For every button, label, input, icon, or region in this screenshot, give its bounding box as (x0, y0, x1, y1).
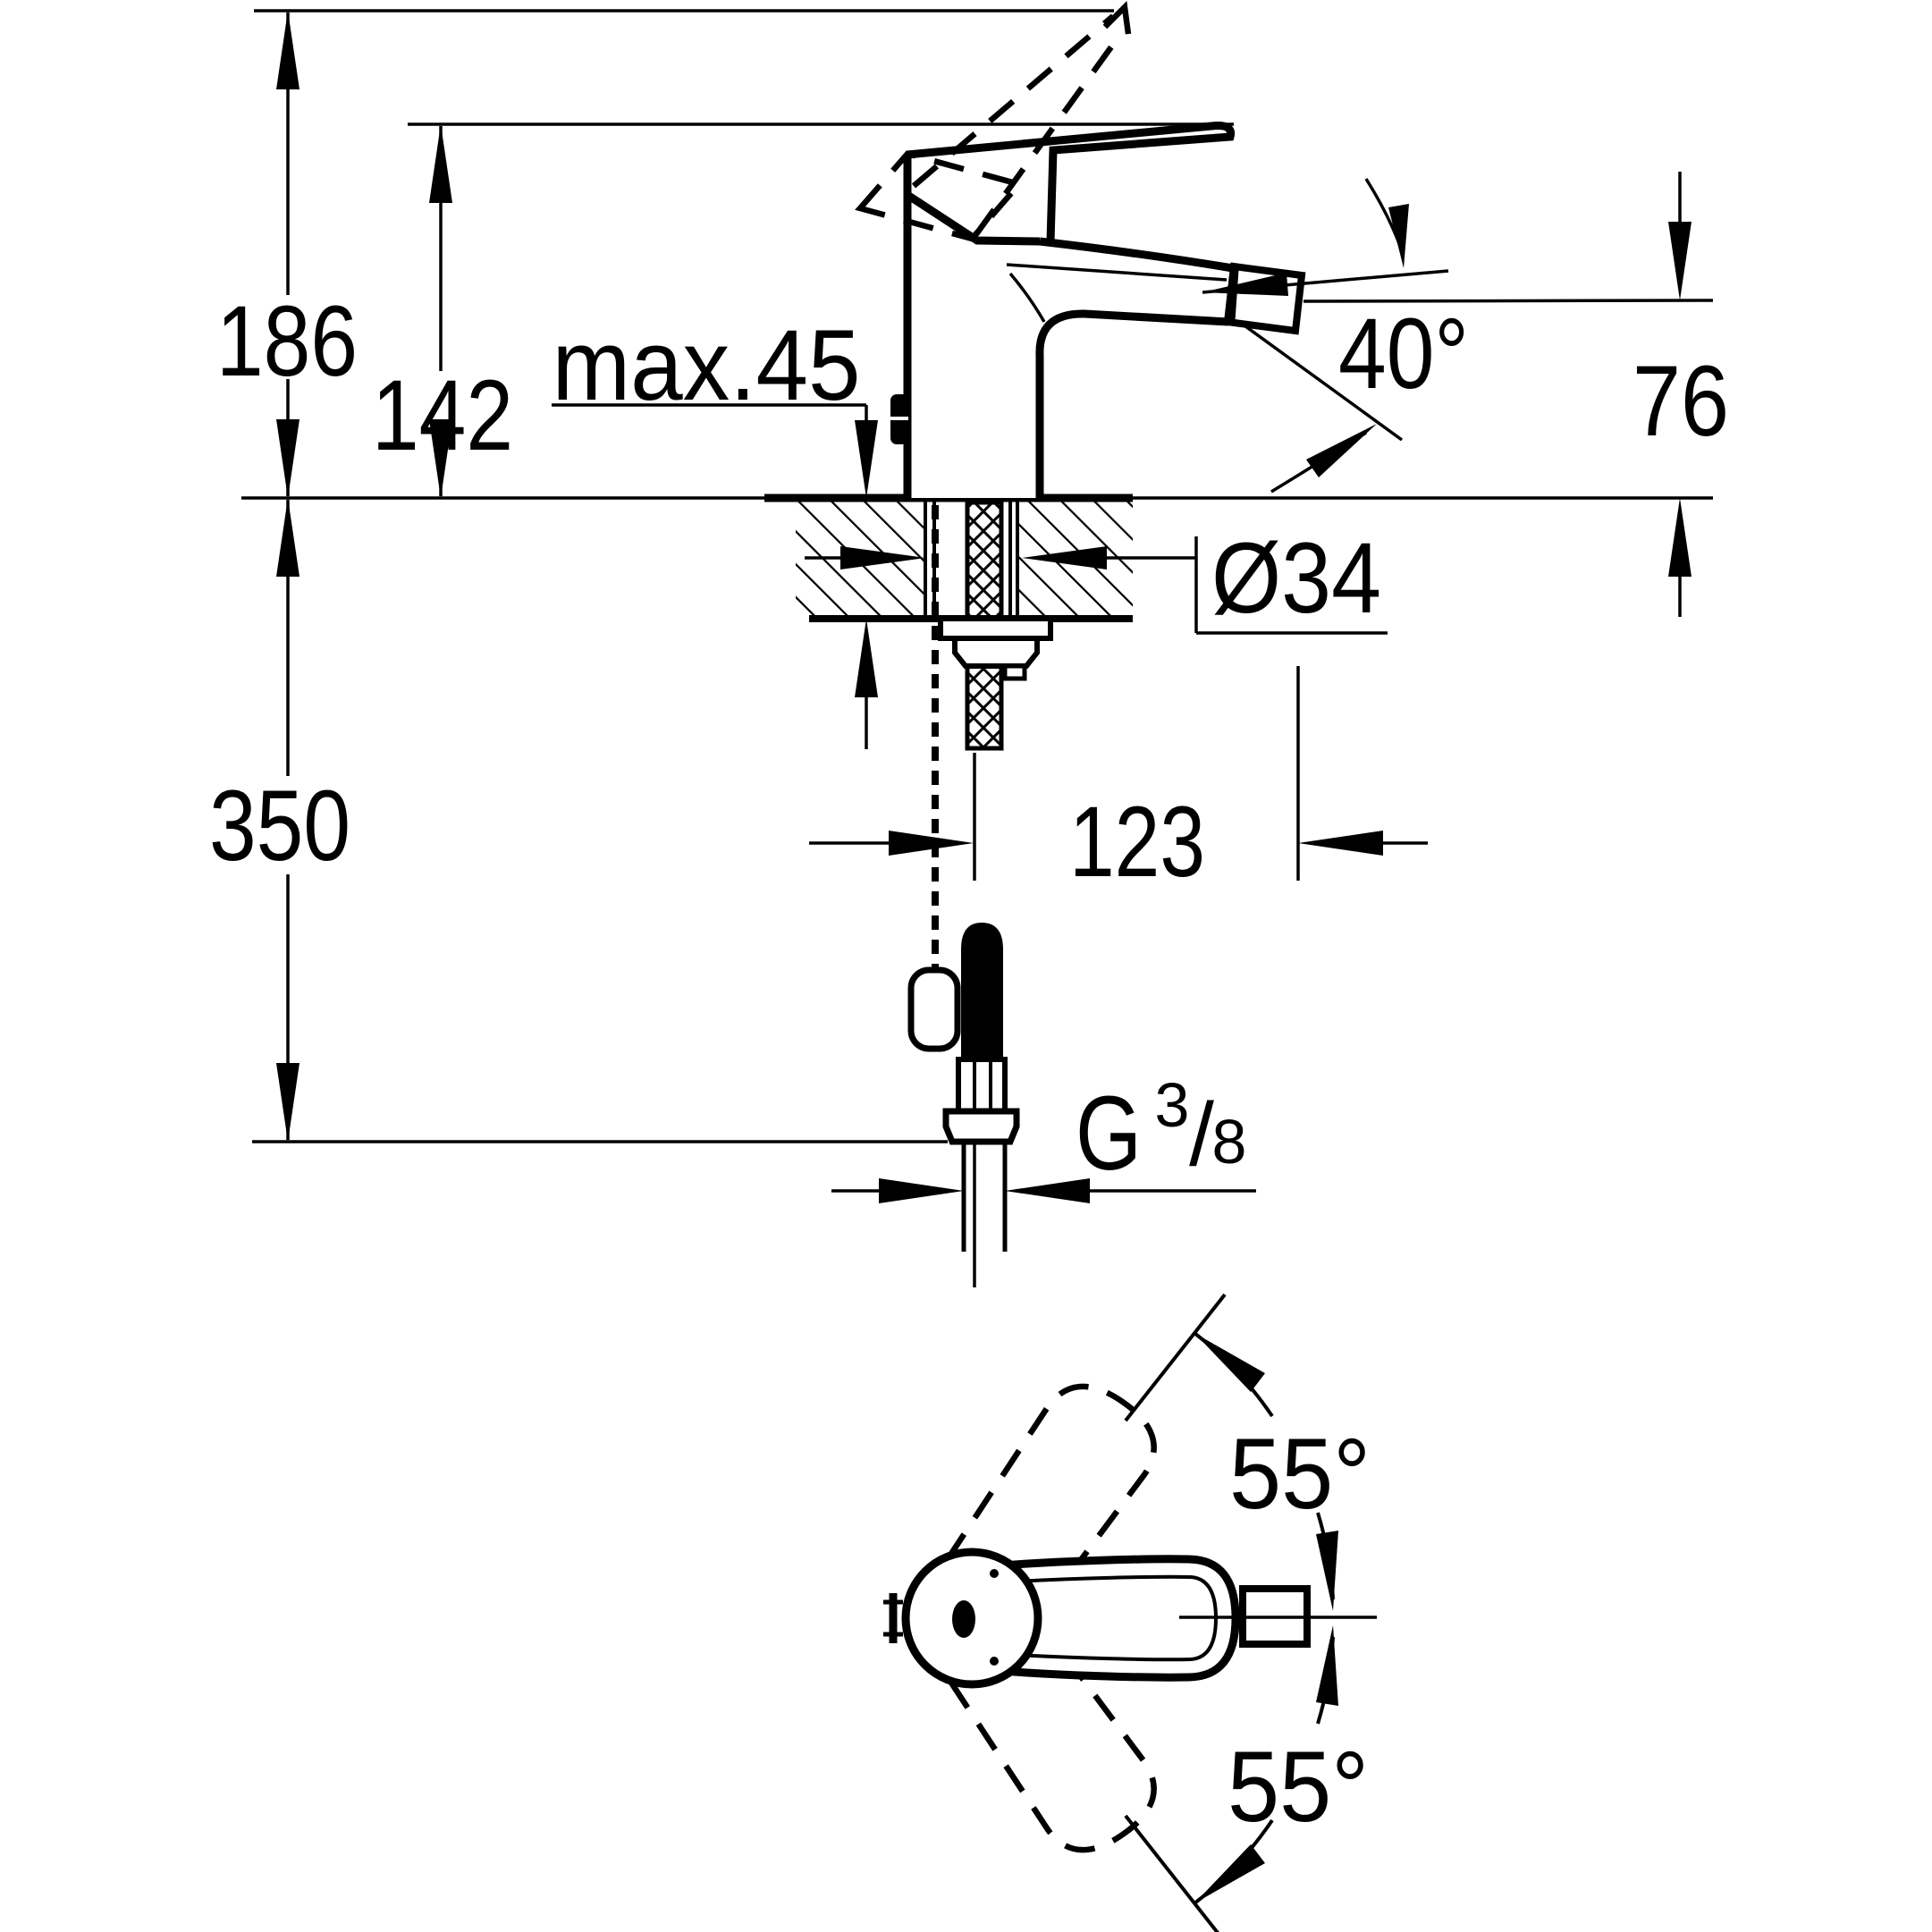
chain-plug (907, 966, 961, 1052)
below-deck-assembly (907, 500, 1053, 1287)
label-outlet-height: 76 (1632, 345, 1729, 457)
label-hole-diameter: Ø34 (1211, 522, 1381, 634)
spout-underside (1035, 309, 1229, 498)
lever-handle (907, 122, 1236, 242)
spout-inner-line (1006, 263, 1228, 282)
label-handle-swing-lower: 55° (1228, 1731, 1369, 1843)
dimension-350: 350 (209, 498, 350, 1142)
label-handle-swing-upper: 55° (1229, 1418, 1371, 1530)
spout-top-edge (1039, 237, 1234, 273)
dimension-40deg: 40° (1202, 178, 1469, 494)
aerator-joint-line (1230, 269, 1239, 322)
label-spray-angle: 40° (1338, 298, 1469, 409)
handle-swivel-dashed-lower (944, 1613, 1157, 1853)
hose-hex-fitting (956, 1057, 1008, 1114)
label-thread-prefix: G (1076, 1075, 1142, 1193)
aerator-side-view (1223, 262, 1306, 335)
ref-line-outlet-level (1303, 299, 1714, 303)
dimension-142: 142 (372, 124, 513, 498)
spout-inner-curve (1008, 272, 1046, 323)
label-thread-slash: / (1189, 1084, 1214, 1185)
label-total-height: 186 (216, 285, 358, 397)
label-spout-tip-height: 142 (372, 359, 513, 471)
handle-dot-top (990, 1569, 999, 1578)
handle-swivel-dashed-upper (944, 1383, 1157, 1624)
logo-mark-top-view (952, 1600, 975, 1638)
label-supply-hose-length: 350 (209, 770, 350, 882)
mounting-washer (938, 616, 1053, 641)
pop-up-rod-top-view (883, 1593, 903, 1643)
label-spout-projection: 123 (1069, 786, 1205, 898)
top-view: 55° 55° (883, 1293, 1377, 1932)
supply-hose (961, 923, 1003, 1059)
mounting-nut (952, 636, 1040, 669)
handle-dot-bottom (990, 1657, 999, 1666)
dimension-55deg-upper: 55° (1124, 1293, 1371, 1611)
dimension-max45: max.45 (552, 309, 878, 749)
dimension-g38: G 3 / 8 (831, 1070, 1256, 1203)
side-view (241, 1, 1713, 1287)
label-thread-denominator: 8 (1212, 1107, 1247, 1177)
hose-nut (942, 1108, 1020, 1145)
raised-lever-tip-chevron (1102, 1, 1132, 35)
dimension-55deg-lower: 55° (1124, 1625, 1369, 1932)
mounting-nut-tab (1002, 663, 1027, 681)
label-thread-numerator: 3 (1155, 1070, 1190, 1140)
dimension-123: 123 (809, 666, 1428, 898)
dimension-76: 76 (1632, 172, 1729, 617)
annotations-side-view: 186 142 max.45 350 (209, 9, 1729, 1203)
cartridge-dome (905, 191, 1041, 246)
dimension-186: 186 (216, 11, 358, 498)
dimension-dia34: Ø34 (805, 522, 1388, 635)
lever-handle-raised-dashed (855, 1, 1132, 242)
label-max-mounting-thickness: max.45 (553, 309, 861, 421)
faucet-body (855, 1, 1306, 498)
